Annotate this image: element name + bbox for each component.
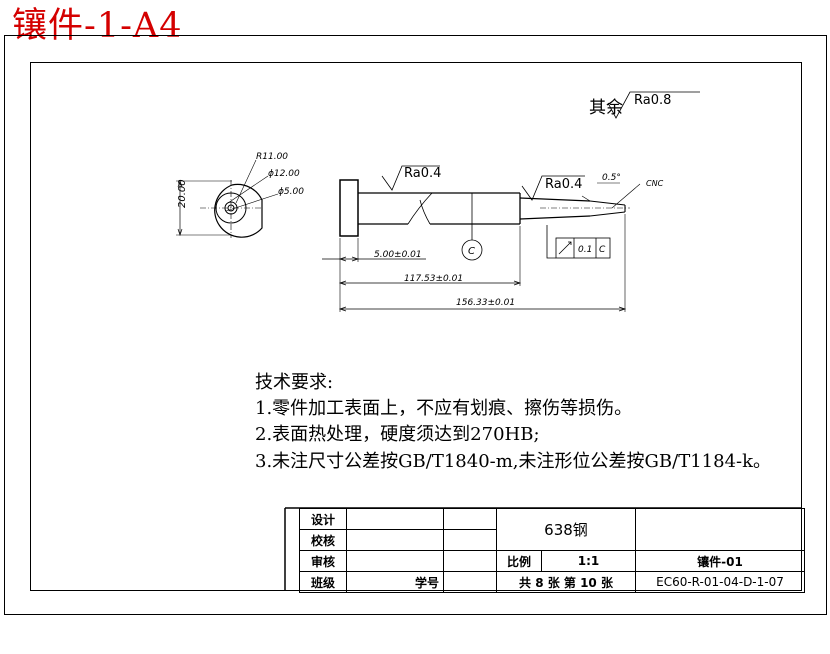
scale-value: 1:1 <box>541 550 636 572</box>
page-title: 镶件-1-A4 <box>12 6 183 46</box>
remainder-finish-value: Ra0.8 <box>634 93 671 108</box>
tolerance-datum: C <box>599 245 606 255</box>
tech-requirement-item: 2.表面热处理，硬度须达到270HB; <box>255 424 540 445</box>
side-view <box>176 159 279 238</box>
remainder-finish-prefix: 其余 <box>589 98 623 118</box>
drawing-number: EC60-R-01-04-D-1-07 <box>635 571 805 593</box>
datum-label: C <box>468 246 475 257</box>
tech-requirement-item: 1.零件加工表面上，不应有划痕、擦伤等损伤。 <box>255 398 633 419</box>
check-date <box>443 529 497 551</box>
head-length-dim: 5.00±0.01 <box>374 250 422 260</box>
blank-cell <box>635 508 805 551</box>
check-value <box>346 529 444 551</box>
design-label: 设计 <box>299 508 347 530</box>
mid-length-dim: 117.53±0.01 <box>404 274 463 284</box>
outer-frame <box>4 35 827 615</box>
tech-requirements-heading: 技术要求: <box>255 372 334 393</box>
review-label: 审核 <box>299 550 347 572</box>
head-finish-value: Ra0.4 <box>404 166 441 181</box>
title-block: 设计 638钢 校核 审核 比例 1:1 镶件-01 班级 学号 共 8 张 第… <box>299 508 805 593</box>
side-d1-dim: ϕ12.00 <box>268 169 300 179</box>
tip-angle-dim: 0.5° <box>602 173 621 183</box>
material-value: 638钢 <box>496 508 636 551</box>
total-length-dim: 156.33±0.01 <box>456 298 515 308</box>
scale-label: 比例 <box>496 550 542 572</box>
student-id-label: 学号 <box>346 571 444 593</box>
side-d2-dim: ϕ5.00 <box>278 187 304 197</box>
front-view <box>322 179 641 312</box>
tip-finish-value: Ra0.4 <box>545 177 582 192</box>
design-value <box>346 508 444 530</box>
side-height-dim: 20.00 <box>177 179 188 208</box>
sheet-info: 共 8 张 第 10 张 <box>496 571 636 593</box>
tech-requirement-item: 3.未注尺寸公差按GB/T1840-m,未注形位公差按GB/T1184-k。 <box>255 451 772 472</box>
review-date <box>443 550 497 572</box>
class-label: 班级 <box>299 571 347 593</box>
surface-finish-symbols <box>381 91 700 201</box>
check-label: 校核 <box>299 529 347 551</box>
tolerance-value: 0.1 <box>578 245 592 255</box>
side-r-dim: R11.00 <box>256 152 288 162</box>
design-date <box>443 508 497 530</box>
part-name: 镶件-01 <box>635 550 805 572</box>
student-id-value <box>443 571 497 593</box>
review-value <box>346 550 444 572</box>
cnc-note: CNC <box>646 179 664 188</box>
